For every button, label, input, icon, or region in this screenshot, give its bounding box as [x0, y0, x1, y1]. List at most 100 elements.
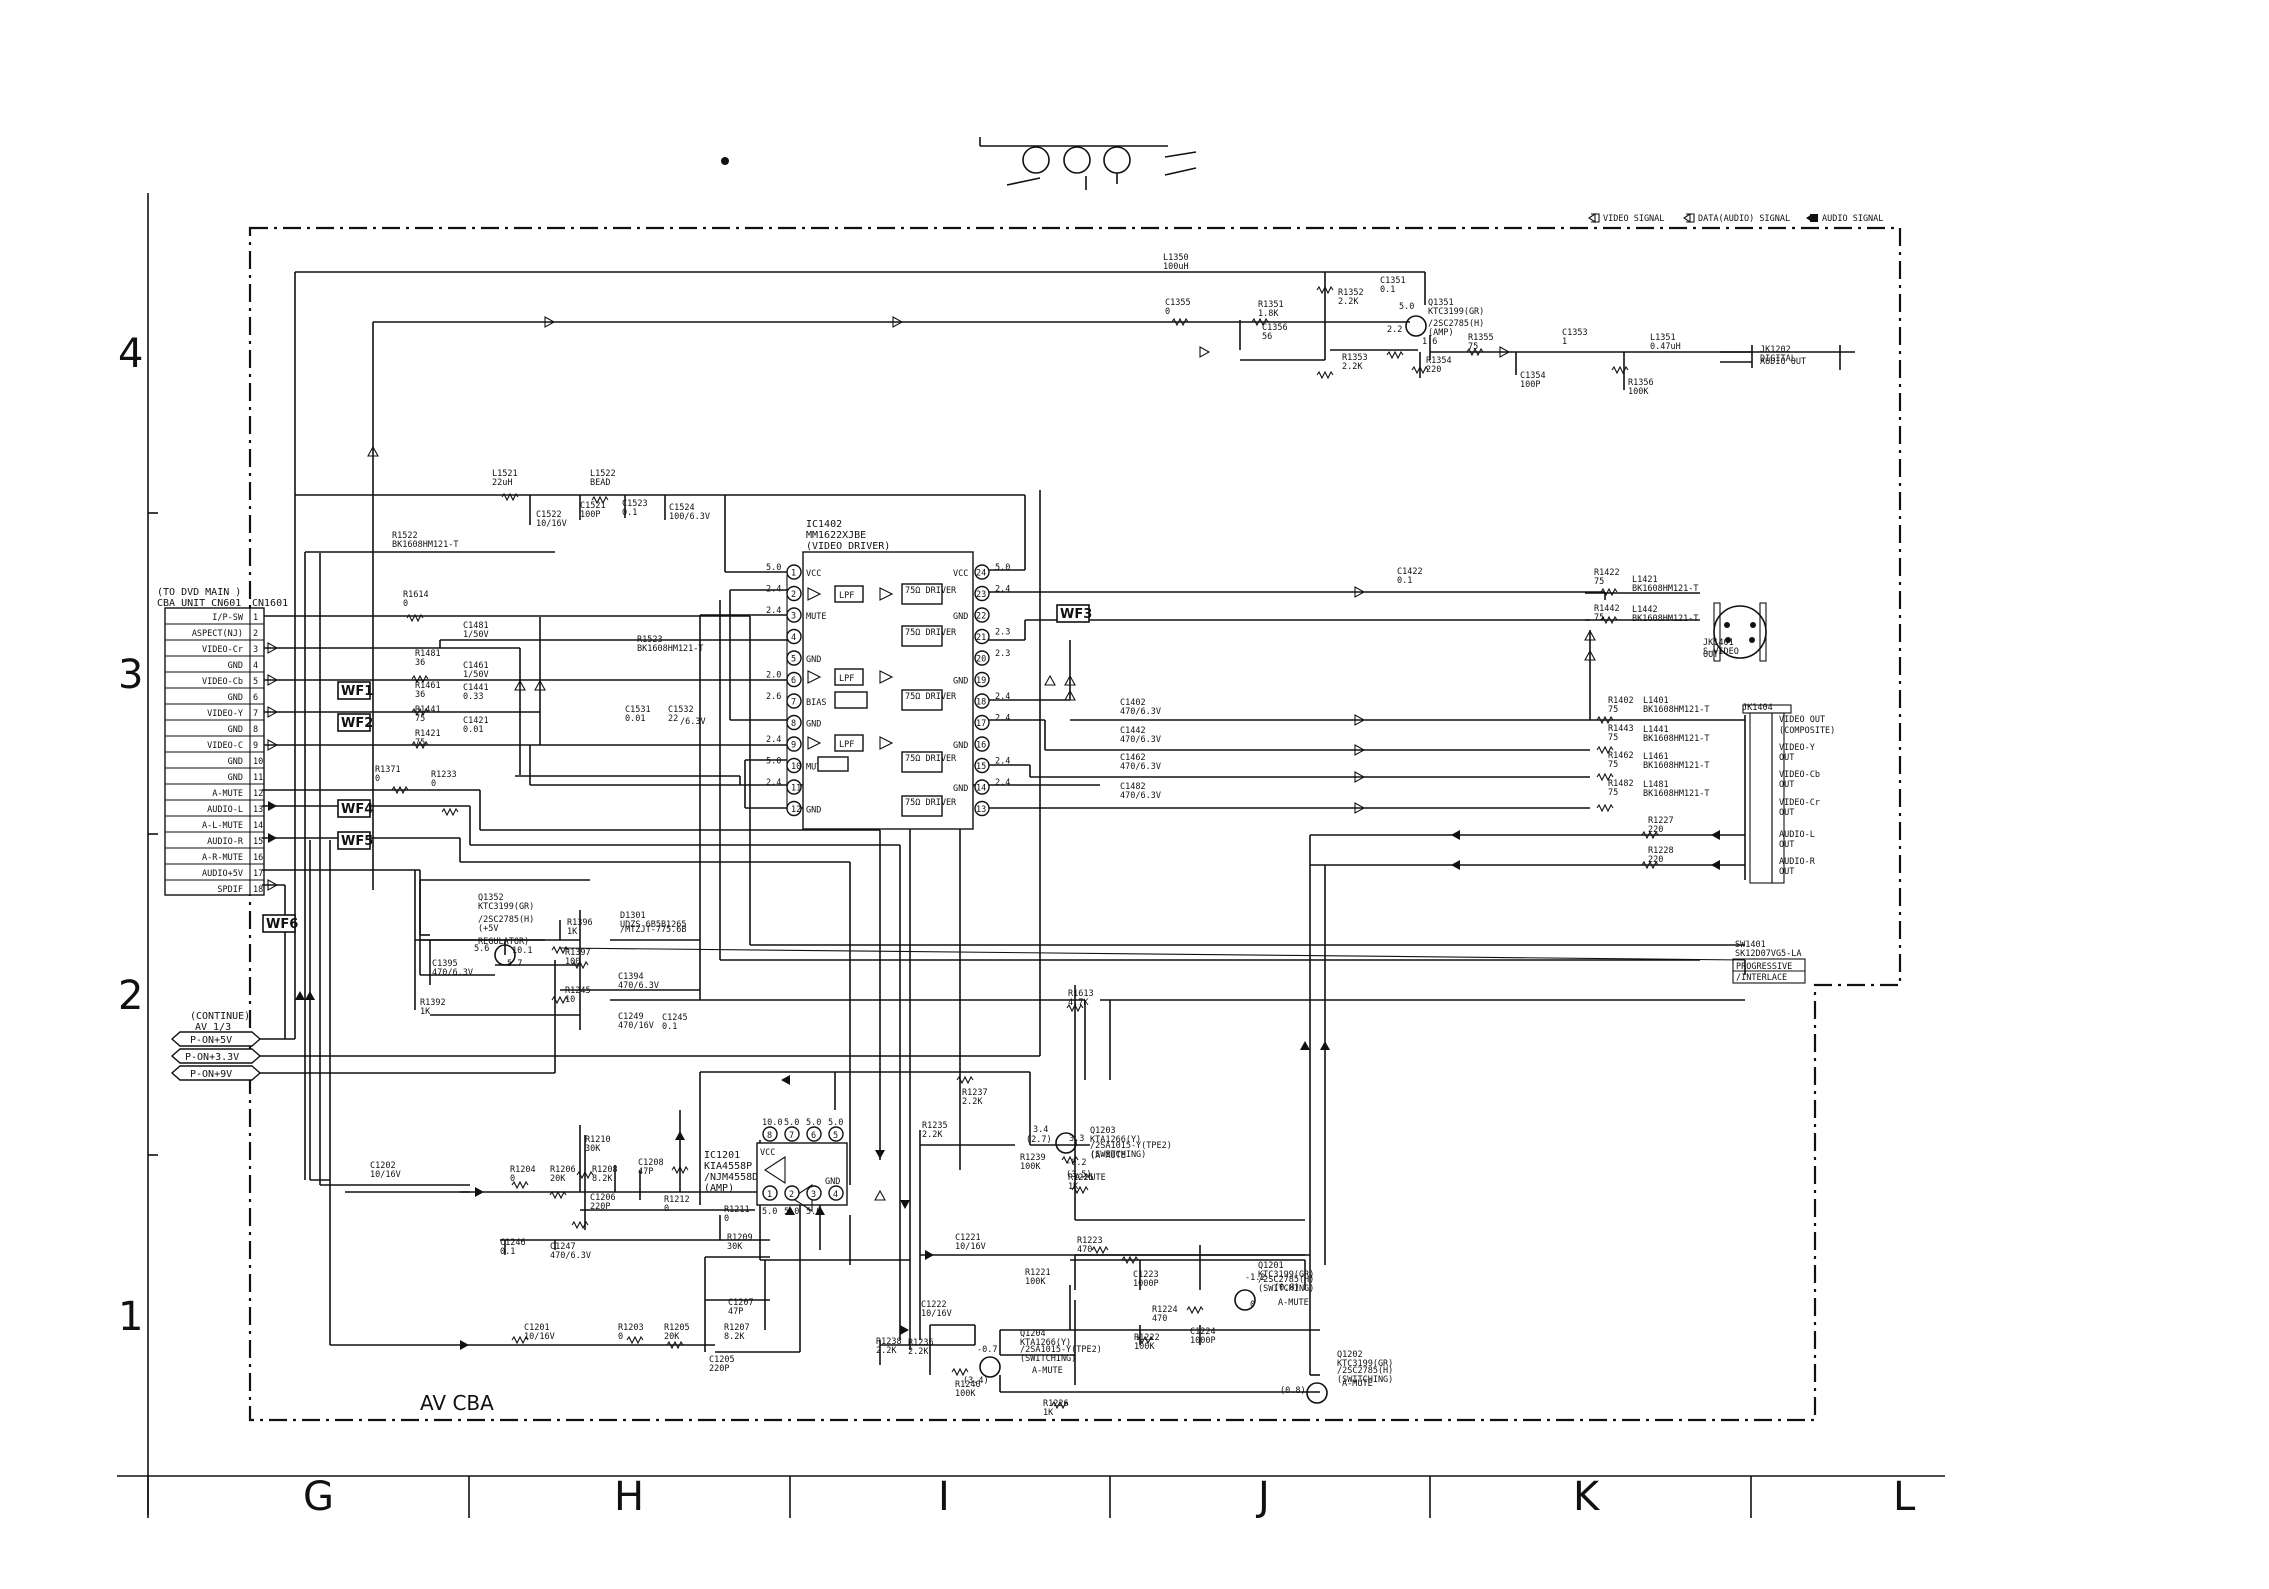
- component-value: 0: [664, 1204, 669, 1214]
- connector-pin-number: 5: [253, 677, 258, 687]
- waveform-marker-wf1: WF1: [341, 684, 373, 699]
- mute-label: A-MUTE: [1032, 1366, 1063, 1376]
- resistor-symbol: [576, 1170, 594, 1180]
- node-voltage: (0.8): [1280, 1386, 1306, 1396]
- connector-title: (TO DVD MAIN ): [157, 587, 241, 598]
- jack-output-label: VIDEO-Cb: [1779, 770, 1820, 780]
- jk1401-svideo: [1713, 602, 1767, 662]
- component-value: 10/16V: [955, 1242, 986, 1252]
- component-designator: C1523: [622, 499, 648, 509]
- component-value: 0.1: [1397, 576, 1412, 586]
- component-designator: JK1404: [1742, 703, 1773, 713]
- jack-output-label: (COMPOSITE): [1779, 726, 1835, 736]
- ic1402-right-voltage: 2.4: [995, 757, 1010, 767]
- node-voltage: 5.7: [507, 959, 522, 969]
- jack-output-label: AUDIO-R: [1779, 857, 1816, 867]
- component-designator: R1235: [922, 1121, 948, 1131]
- ic1201-top-voltage: 10.0: [762, 1118, 782, 1128]
- component-value: (AMP): [1428, 328, 1454, 338]
- ic1402-pin: [974, 671, 990, 688]
- resistor-symbol: [1596, 803, 1614, 813]
- ic1402-pin: [974, 693, 990, 709]
- connector-pin-number: 7: [253, 709, 258, 719]
- jk1404-jacks: [1742, 704, 1792, 884]
- component-designator: C1249: [618, 1012, 644, 1022]
- connector-pin-number: 1: [253, 613, 258, 623]
- signal-arrow-icon: [1320, 1041, 1330, 1050]
- ic1402-left-voltage: 5.0: [766, 563, 781, 573]
- component-designator: C1223: [1133, 1270, 1159, 1280]
- component-value: KTA1266(Y): [1090, 1135, 1141, 1145]
- component-designator: C1482: [1120, 782, 1146, 792]
- connector-pin-label: A-R-MUTE: [202, 853, 243, 863]
- ic1402-part: MM1622XJBE: [806, 530, 866, 541]
- connector-pin-number: 18: [253, 885, 263, 895]
- resistor-symbol: [501, 492, 519, 502]
- ic1201-bottom-pin-number: 1: [767, 1190, 772, 1200]
- ic1201-vcc: VCC: [760, 1148, 775, 1158]
- component-designator: R1221: [1025, 1268, 1051, 1278]
- ic1402-pin: [786, 564, 802, 580]
- ic1402-left-pin-label: GND: [806, 806, 821, 816]
- component-designator: R1210: [585, 1135, 611, 1145]
- component-value: 22uH: [492, 478, 512, 488]
- component-designator: C1201: [524, 1323, 550, 1333]
- resistor-symbol: [1600, 615, 1618, 625]
- top-decoration: [721, 137, 1197, 190]
- component-value: 1K: [567, 927, 578, 937]
- component-value: 470/6.3V: [1120, 735, 1161, 745]
- waveform-marker-box: [1056, 604, 1090, 623]
- ic1201-pin: [784, 1185, 800, 1201]
- ic1402-left-pin-label: VCC: [806, 569, 821, 579]
- component-value: 100K: [1025, 1277, 1046, 1287]
- component-designator: C1422: [1397, 567, 1423, 577]
- col-label-h: H: [614, 1474, 644, 1520]
- component-designator: R1236: [908, 1338, 934, 1348]
- ic1402-left-pin-number: 9: [791, 741, 796, 751]
- signal-arrow-icon: [781, 1075, 790, 1085]
- node-voltage: 3.4: [1033, 1125, 1048, 1135]
- component-value: SK12D07VG5-LA: [1735, 949, 1802, 959]
- signal-arrow-icon: [875, 1150, 885, 1159]
- ic1402-right-voltage: 5.0: [995, 563, 1010, 573]
- signal-arrow-icon: [900, 1325, 909, 1335]
- ic1201-bottom-voltage: 5.0: [806, 1207, 821, 1217]
- resistor-symbol: [411, 740, 429, 750]
- ic1402-pin: [974, 736, 990, 752]
- ic1402-right-pin-number: 20: [976, 655, 986, 665]
- ic1402-left-pin-number: 6: [791, 676, 796, 686]
- component-designator: C1351: [1380, 276, 1406, 286]
- component-value: (SWITCHING): [1337, 1375, 1393, 1385]
- resistor-symbol: [1051, 1400, 1069, 1410]
- prog-label: PROGRESSIVE: [1736, 962, 1792, 972]
- component-designator: /6.3V: [680, 717, 706, 727]
- ic1201-bottom-voltage: 5.0: [762, 1207, 777, 1217]
- component-value: (SWITCHING): [1258, 1284, 1314, 1294]
- resistor-symbol: [1411, 365, 1429, 375]
- signal-arrow-icon: [460, 1340, 469, 1350]
- row-label-4: 4: [118, 331, 143, 377]
- component-value: (SWITCHING): [1020, 1354, 1076, 1364]
- col-label-i: I: [938, 1474, 950, 1520]
- signal-arrow-icon: [1584, 629, 1596, 641]
- component-value: 75: [1608, 788, 1618, 798]
- board-outline: [248, 226, 1902, 1422]
- ic1201-ref: IC1201: [704, 1150, 740, 1161]
- jack-output-label: OUT: [1779, 753, 1794, 763]
- connector-pin-label: VIDEO-Cb: [202, 677, 243, 687]
- component-designator: C1224: [1190, 1327, 1216, 1337]
- continue-label2: AV 1/3: [195, 1022, 231, 1033]
- resistor-symbol: [1316, 370, 1334, 380]
- component-designator: R1396: [567, 918, 593, 928]
- ic1402-left-voltage: 2.6: [766, 692, 781, 702]
- ic1201-pin: [762, 1126, 778, 1142]
- component-designator: R1207: [724, 1323, 750, 1333]
- component-designator: /2SA1015-Y(TPE2): [1090, 1141, 1172, 1151]
- component-designator: R1421: [415, 729, 441, 739]
- signal-arrow-icon: [534, 679, 546, 691]
- component-value: BK1608HM121-T: [1643, 789, 1710, 799]
- resistor-symbol: [1186, 1305, 1204, 1315]
- component-value: 10: [565, 995, 575, 1005]
- resistor-symbol: [551, 995, 569, 1005]
- node-voltage: -1.2: [1245, 1273, 1265, 1283]
